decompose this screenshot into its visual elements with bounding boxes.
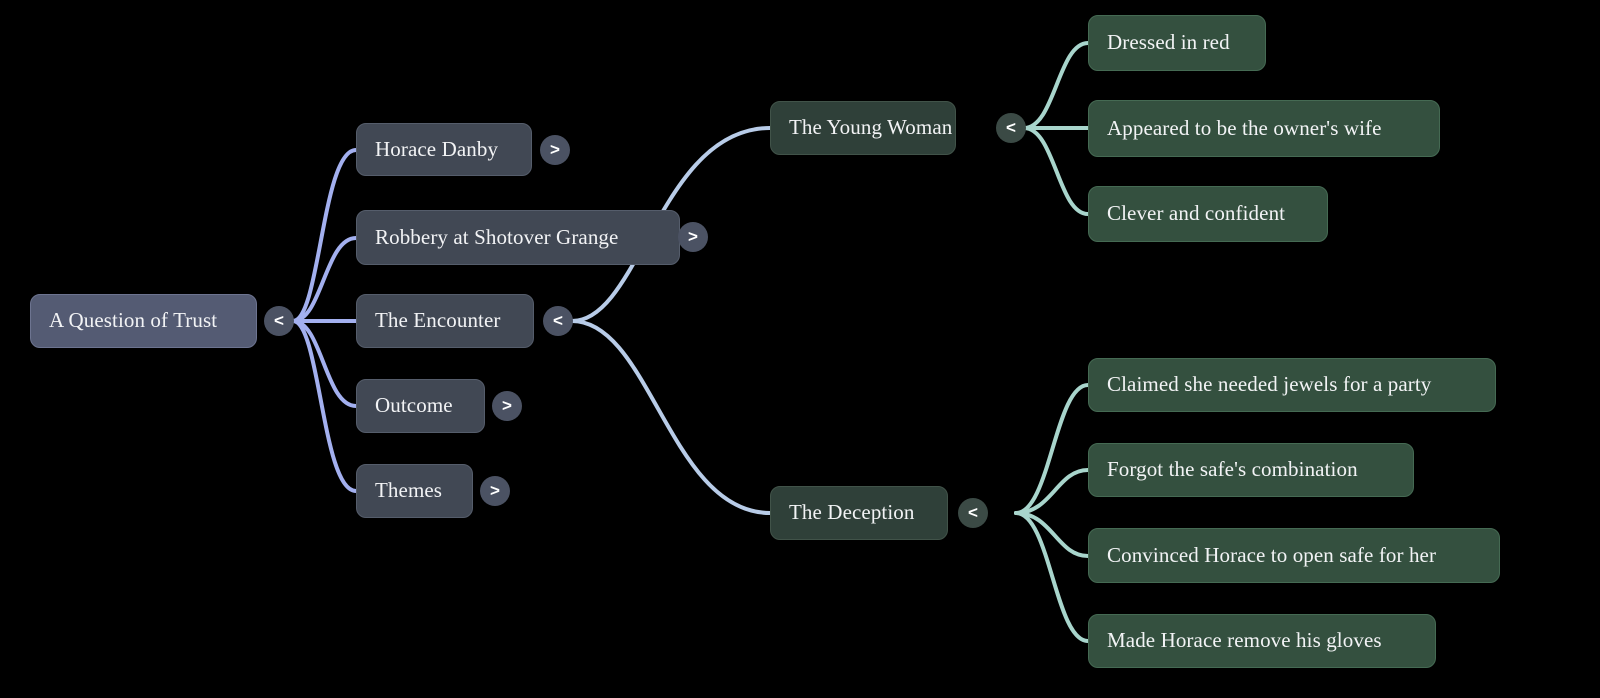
- node-label: Robbery at Shotover Grange: [375, 224, 619, 249]
- edge-dec-open-safe: [1014, 511, 1090, 558]
- toggle-themes[interactable]: >: [480, 476, 510, 506]
- edge-dec-safe-combination: [1014, 468, 1090, 515]
- young-woman-edges: [1022, 41, 1090, 216]
- node-themes[interactable]: Themes: [356, 464, 473, 518]
- node-convinced-horace-to-open-safe-for-her[interactable]: Convinced Horace to open safe for her: [1088, 528, 1500, 583]
- toggle-horace-danby[interactable]: >: [540, 135, 570, 165]
- node-the-deception[interactable]: The Deception: [770, 486, 948, 540]
- toggle-root[interactable]: <: [264, 306, 294, 336]
- chevron-right-icon: >: [550, 140, 560, 159]
- node-made-horace-remove-his-gloves[interactable]: Made Horace remove his gloves: [1088, 614, 1436, 668]
- node-dressed-in-red[interactable]: Dressed in red: [1088, 15, 1266, 71]
- node-the-young-woman[interactable]: The Young Woman: [770, 101, 956, 155]
- node-claimed-she-needed-jewels-for-a-party[interactable]: Claimed she needed jewels for a party: [1088, 358, 1496, 412]
- node-label: Horace Danby: [375, 136, 499, 161]
- node-forgot-the-safes-combination[interactable]: Forgot the safe's combination: [1088, 443, 1414, 497]
- root-edges: [291, 148, 358, 493]
- node-label: Outcome: [375, 393, 453, 418]
- node-outcome[interactable]: Outcome: [356, 379, 485, 433]
- edge-root-outcome: [291, 319, 358, 408]
- toggle-the-young-woman[interactable]: <: [996, 113, 1026, 143]
- node-label: Forgot the safe's combination: [1107, 457, 1358, 482]
- toggle-outcome[interactable]: >: [492, 391, 522, 421]
- edge-encounter-deception: [570, 319, 772, 515]
- edge-yw-dressed-in-red: [1022, 41, 1090, 130]
- node-label: Made Horace remove his gloves: [1107, 628, 1382, 653]
- node-horace-danby[interactable]: Horace Danby: [356, 123, 532, 176]
- chevron-right-icon: >: [502, 396, 512, 415]
- node-label: Themes: [375, 478, 443, 503]
- edge-root-horace: [291, 148, 358, 323]
- node-appeared-to-be-the-owners-wife[interactable]: Appeared to be the owner's wife: [1088, 100, 1440, 157]
- chevron-left-icon: <: [274, 311, 284, 330]
- toggle-the-deception[interactable]: <: [958, 498, 988, 528]
- chevron-left-icon: <: [1006, 118, 1016, 137]
- node-label: Appeared to be the owner's wife: [1107, 115, 1382, 140]
- node-robbery-at-shotover-grange[interactable]: Robbery at Shotover Grange: [356, 210, 680, 265]
- toggle-robbery-at-shotover-grange[interactable]: >: [678, 222, 708, 252]
- edge-dec-remove-gloves: [1014, 511, 1090, 643]
- chevron-left-icon: <: [553, 311, 563, 330]
- deception-edges: [1014, 383, 1090, 643]
- node-root-label: A Question of Trust: [49, 308, 218, 333]
- edge-yw-clever-confident: [1022, 126, 1090, 216]
- edge-dec-jewels-party: [1014, 383, 1090, 515]
- chevron-right-icon: >: [688, 227, 698, 246]
- node-label: The Encounter: [375, 308, 501, 333]
- node-label: Claimed she needed jewels for a party: [1107, 372, 1432, 397]
- encounter-edges: [570, 126, 772, 515]
- chevron-left-icon: <: [968, 503, 978, 522]
- node-root[interactable]: A Question of Trust: [30, 294, 257, 348]
- node-clever-and-confident[interactable]: Clever and confident: [1088, 186, 1328, 242]
- node-label: The Deception: [789, 500, 915, 525]
- node-label: Convinced Horace to open safe for her: [1107, 542, 1437, 567]
- node-label: The Young Woman: [789, 115, 953, 140]
- edge-root-themes: [291, 319, 358, 493]
- toggle-the-encounter[interactable]: <: [543, 306, 573, 336]
- node-label: Clever and confident: [1107, 201, 1286, 226]
- chevron-right-icon: >: [490, 481, 500, 500]
- edge-root-robbery: [291, 236, 358, 323]
- node-label: Dressed in red: [1107, 30, 1230, 55]
- node-the-encounter[interactable]: The Encounter: [356, 294, 534, 348]
